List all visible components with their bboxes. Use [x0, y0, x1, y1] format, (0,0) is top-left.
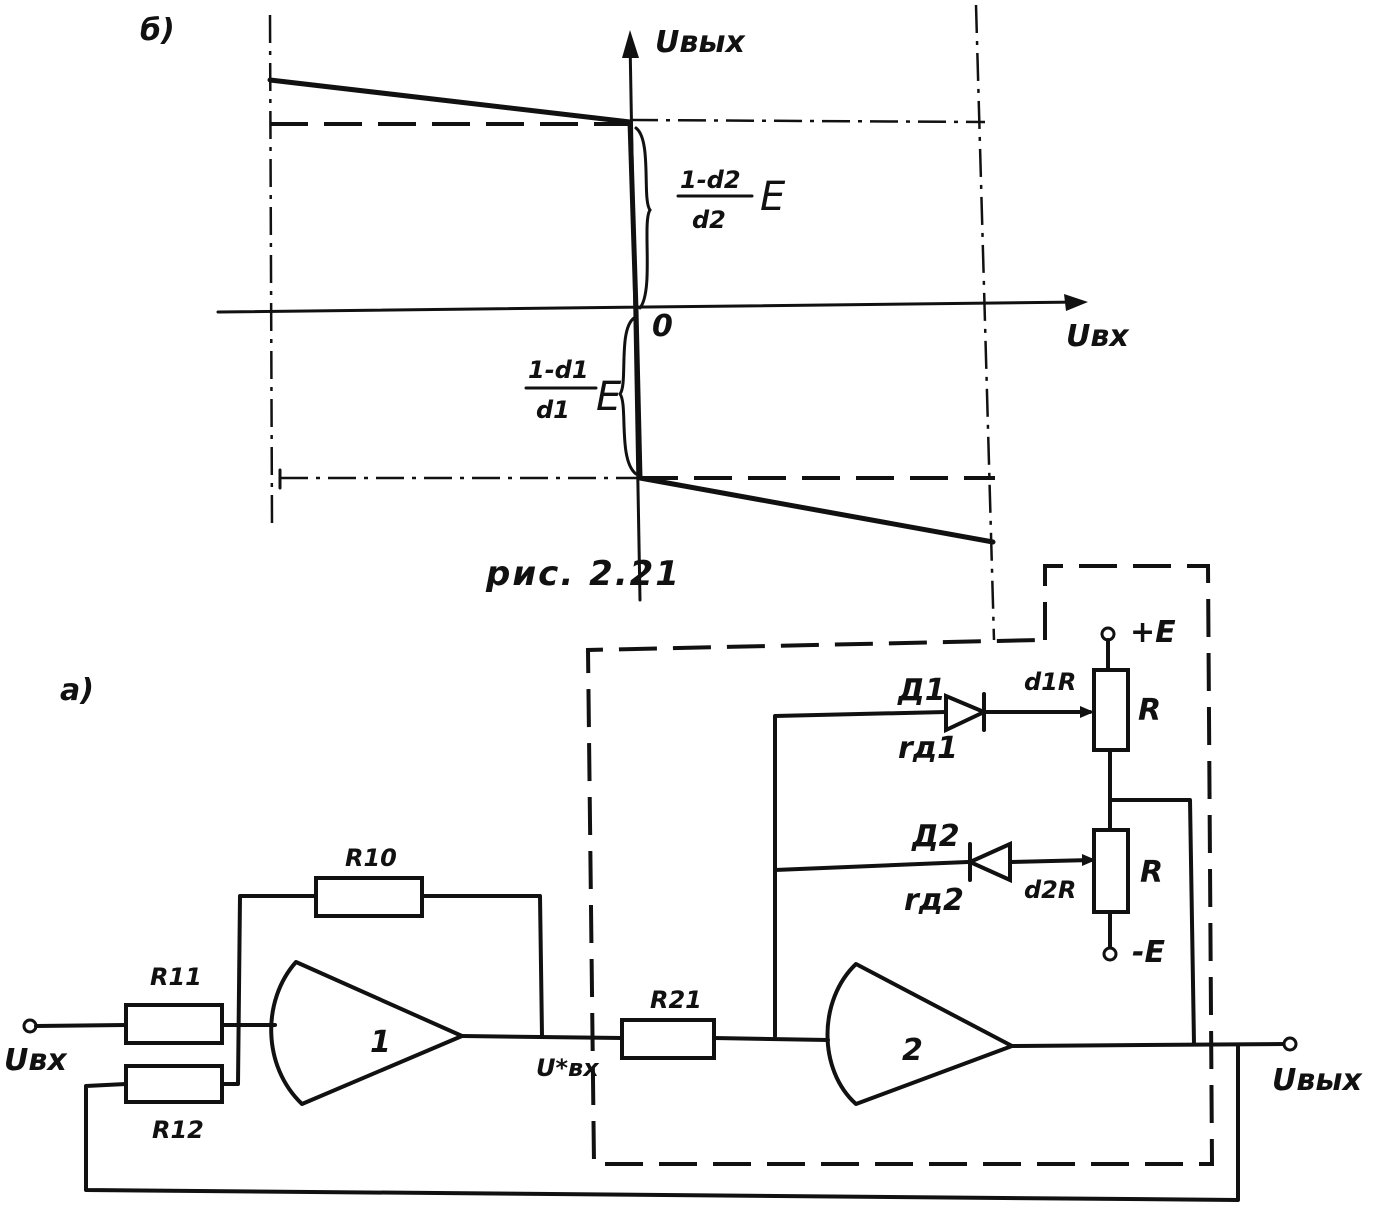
resistor-r21 — [620, 1018, 716, 1060]
wire-input — [34, 1023, 128, 1028]
r21-label: R21 — [650, 986, 702, 1014]
graph-panel-label: б) — [140, 13, 175, 48]
output-terminal — [1282, 1036, 1298, 1052]
lower-fraction-denominator: d1 — [536, 396, 570, 424]
characteristic-curve — [267, 77, 996, 545]
d2r-label: d2R — [1024, 876, 1076, 904]
figure-caption: рис. 2.21 — [485, 554, 681, 594]
lower-e-label: E — [596, 374, 622, 420]
diode-d2 — [965, 840, 1012, 884]
potentiometer-r-upper — [1092, 668, 1130, 752]
r11-label: R11 — [150, 963, 202, 991]
transfer-characteristic-graph: б) Uвых Uвх 0 1-d2 d2 E 1-d1 d1 E — [140, 4, 1130, 641]
origin-label: 0 — [652, 309, 673, 344]
y-axis-label: Uвых — [655, 25, 746, 60]
pot2-wiper-arrow-icon — [1082, 854, 1096, 866]
opamp-2-label: 2 — [902, 1033, 923, 1068]
intermediate-label: U*вх — [536, 1054, 600, 1082]
minus-e-label: -E — [1132, 935, 1165, 970]
upper-fraction-numerator: 1-d2 — [680, 166, 741, 194]
pot-lower-label: R — [1140, 855, 1163, 890]
opamp-1-label: 1 — [370, 1025, 391, 1060]
wire-output — [1010, 1042, 1286, 1048]
circuit-diagram: а) Uвх R11 R12 R10 1 U*вх R21 — [4, 564, 1363, 1202]
wire-opamp1-to-r21 — [460, 1034, 624, 1040]
wire-diode1-bus — [773, 710, 948, 1038]
wire-diode2-bus — [773, 860, 970, 872]
resistor-r11 — [124, 1003, 224, 1045]
wire-r21-to-opamp2 — [712, 1036, 830, 1042]
diode-d1 — [944, 692, 989, 734]
d2-label: Д2 — [911, 819, 960, 854]
resistor-r10 — [314, 876, 424, 918]
wire-r10-to-output1 — [420, 894, 544, 1038]
opamp-1 — [269, 960, 464, 1106]
upper-right-level-line — [629, 118, 986, 124]
d1r-label: d1R — [1024, 668, 1076, 696]
d1-label: Д1 — [897, 673, 946, 708]
upper-fraction-denominator: d2 — [692, 206, 726, 234]
circuit-panel-label: а) — [60, 673, 94, 708]
rd2-label: rд2 — [904, 883, 964, 918]
lower-brace-icon — [618, 316, 638, 476]
rd1-label: rд1 — [898, 731, 958, 766]
wire-d2-to-pot2 — [1008, 858, 1094, 864]
y-axis-arrow-icon — [622, 30, 639, 58]
output-label: Uвых — [1272, 1063, 1363, 1098]
wire-output-feedback-loop — [84, 1044, 1240, 1202]
x-axis-arrow-icon — [1064, 294, 1088, 311]
upper-e-label: E — [760, 174, 786, 220]
x-axis — [216, 300, 1084, 314]
lower-fraction-numerator: 1-d1 — [528, 356, 589, 384]
opamp-2 — [825, 962, 1014, 1106]
pot-upper-label: R — [1138, 693, 1161, 728]
pot1-wiper-arrow-icon — [1080, 706, 1094, 718]
nonlinear-block-outline — [585, 564, 1215, 1166]
resistor-r12 — [124, 1064, 224, 1104]
left-boundary-line — [268, 14, 274, 526]
upper-brace-icon — [634, 126, 652, 310]
r10-label: R10 — [345, 844, 397, 872]
minus-e-terminal — [1102, 946, 1118, 962]
right-boundary-line — [974, 4, 996, 641]
potentiometer-r-lower — [1092, 828, 1130, 914]
x-axis-label: Uвх — [1066, 319, 1130, 354]
wire-midpoint-to-output — [1108, 798, 1196, 1046]
input-label: Uвх — [4, 1043, 68, 1078]
r12-label: R12 — [152, 1116, 204, 1144]
plus-e-label: +E — [1130, 615, 1176, 650]
wire-r12-to-feedback-node — [220, 894, 318, 1086]
